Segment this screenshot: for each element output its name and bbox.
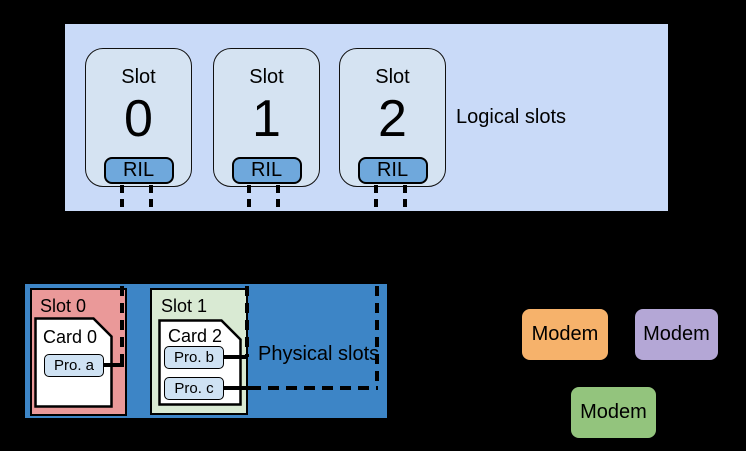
mapping-dash-slot0: [120, 286, 124, 363]
profile-c-connector: [223, 386, 254, 390]
logical-slot-1: Slot 1 RIL: [213, 48, 320, 187]
logical-slot-0-title: Slot: [121, 66, 156, 88]
profile-a-box: Pro. a: [44, 354, 104, 377]
physical-slot-1-label: Slot 1: [161, 296, 208, 316]
sim-card-2-label: Card 2: [168, 326, 223, 346]
ril-0-dash-left: [120, 185, 124, 212]
logical-slot-0: Slot 0 RIL: [85, 48, 192, 187]
ril-0-dash-right: [149, 185, 153, 212]
profile-b-box: Pro. b: [164, 346, 224, 369]
modem-box-purple: Modem: [635, 309, 718, 360]
logical-slot-1-number: 1: [252, 90, 281, 148]
profile-a-connector: [103, 363, 124, 367]
ril-2-dash-left: [374, 185, 378, 212]
physical-slot-0-label: Slot 0: [40, 296, 87, 316]
logical-slot-0-number: 0: [124, 90, 153, 148]
mapping-dash-slot1: [245, 286, 249, 357]
modem-box-orange: Modem: [522, 309, 608, 360]
logical-slots-label: Logical slots: [456, 106, 567, 128]
ril-badge-1: RIL: [231, 157, 302, 184]
ril-2-dash-right: [403, 185, 407, 212]
profile-c-box: Pro. c: [164, 377, 224, 400]
ril-1-dash-right: [276, 185, 280, 212]
logical-slot-2-number: 2: [378, 90, 407, 148]
logical-slot-2-title: Slot: [375, 66, 410, 88]
modem-box-green: Modem: [571, 387, 656, 438]
ril-1-dash-left: [247, 185, 251, 212]
sim-card-0-label: Card 0: [43, 327, 98, 347]
logical-slot-1-title: Slot: [249, 66, 284, 88]
physical-slots-label: Physical slots: [258, 343, 380, 365]
mapping-dash-slot2: [375, 286, 379, 388]
ril-badge-2: RIL: [357, 157, 428, 184]
logical-slot-2: Slot 2 RIL: [339, 48, 446, 187]
profile-b-connector: [223, 355, 248, 359]
ril-badge-0: RIL: [103, 157, 174, 184]
mapping-dash-horizontal: [250, 386, 378, 390]
